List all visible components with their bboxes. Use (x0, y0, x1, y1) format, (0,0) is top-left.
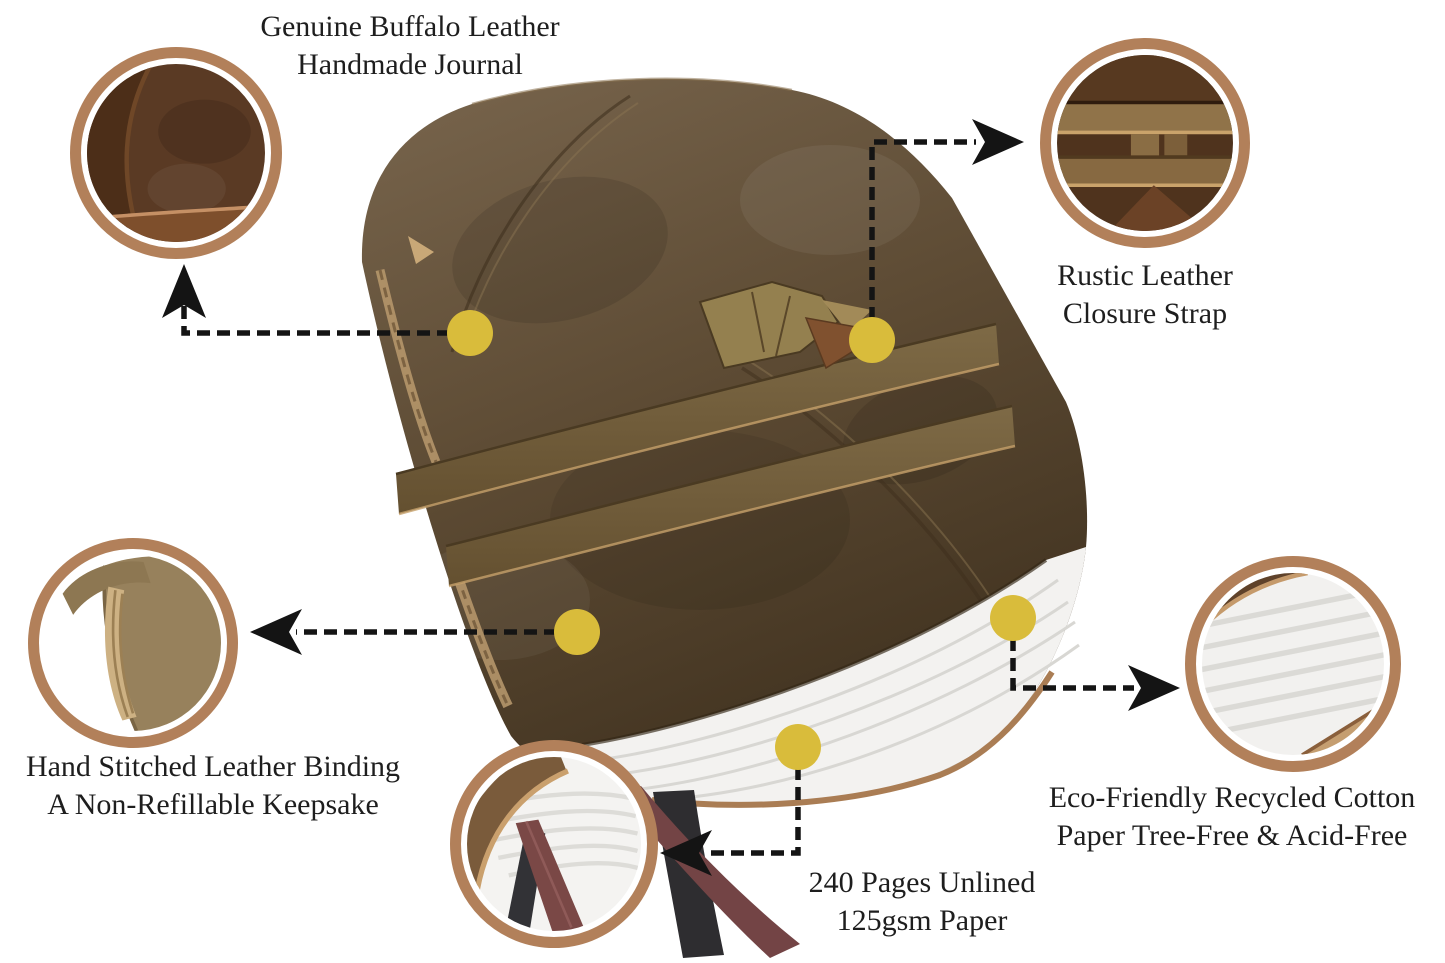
paper-edges-photo (1202, 573, 1384, 755)
callout-line: 240 Pages Unlined (808, 866, 1036, 899)
callout-line: Closure Strap (1062, 297, 1228, 330)
arrow-line-closure (869, 139, 976, 340)
stitched-binding-detail (28, 538, 238, 748)
paper-edges-detail (1185, 556, 1401, 772)
anchor-dot-closure (849, 317, 895, 363)
callout-line: Rustic Leather (1057, 259, 1233, 292)
closure-strap-detail (1040, 38, 1250, 248)
anchor-dot-buffalo (447, 310, 493, 356)
closure-strap-photo (1057, 55, 1233, 231)
callout-line: Genuine Buffalo Leather (260, 10, 560, 43)
callout-label-closure: Rustic Leather Closure Strap (995, 257, 1295, 333)
arrowhead-up-icon (162, 264, 206, 318)
arrowhead-left-icon (660, 830, 712, 876)
callout-line: Hand Stitched Leather Binding (25, 750, 401, 783)
anchor-dot-binding (554, 609, 600, 655)
closure-straps (395, 322, 1016, 588)
callout-label-buffalo: Genuine Buffalo Leather Handmade Journal (210, 8, 610, 84)
spine-stitching (375, 236, 513, 709)
arrowhead-left-icon (250, 609, 302, 655)
callout-line: Paper Tree-Free & Acid-Free (1056, 819, 1408, 852)
anchor-dot-pages (775, 724, 821, 770)
arrowhead-right-icon (972, 119, 1024, 165)
arrowhead-right-icon (1128, 665, 1180, 711)
callout-label-pages: 240 Pages Unlined 125gsm Paper (772, 864, 1072, 940)
stitched-binding-photo (45, 555, 221, 731)
arrow-line-buffalo (181, 300, 470, 336)
leather-texture-photo (87, 64, 265, 242)
page-block (581, 547, 1086, 808)
callout-label-binding: Hand Stitched Leather Binding A Non-Refi… (3, 748, 423, 824)
pages-ribbons-photo (467, 757, 641, 931)
callout-line: A Non-Refillable Keepsake (47, 788, 379, 821)
callout-label-paper: Eco-Friendly Recycled Cotton Paper Tree-… (1032, 779, 1432, 855)
pages-ribbons-detail (450, 740, 658, 948)
journal-cover (361, 77, 1088, 807)
callout-line: 125gsm Paper (836, 904, 1008, 937)
callout-line: Handmade Journal (297, 48, 523, 81)
leather-texture-detail (70, 47, 282, 259)
callout-line: Eco-Friendly Recycled Cotton (1048, 781, 1416, 814)
anchor-dot-paper (990, 595, 1036, 641)
